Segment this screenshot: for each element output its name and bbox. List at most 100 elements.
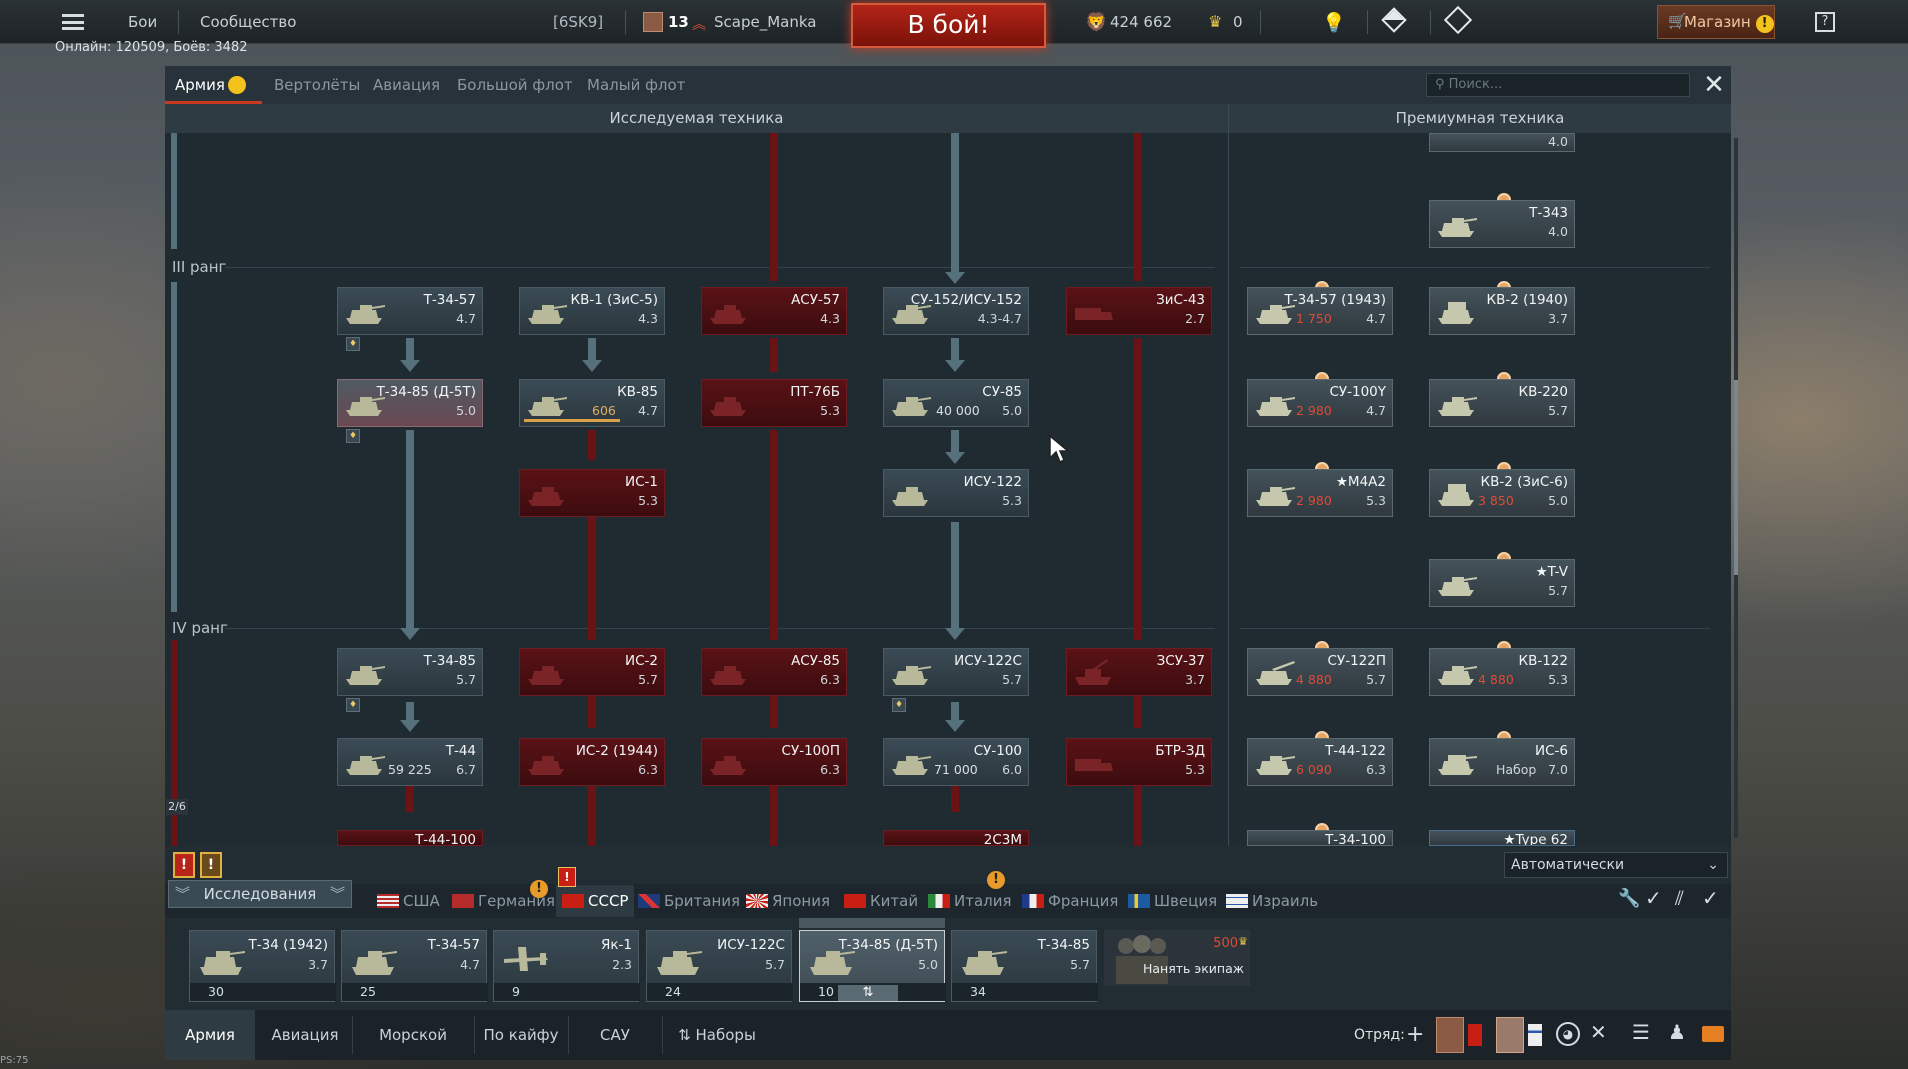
auto-select-dropdown[interactable]: Автоматически⌄	[1504, 852, 1728, 878]
mail-icon[interactable]	[1702, 1026, 1724, 1042]
community-menu[interactable]: Сообщество	[200, 13, 297, 31]
battle-rating: 5.3	[820, 403, 840, 418]
premium-card[interactable]: ★Type 62	[1429, 830, 1575, 846]
nation-ussr[interactable]: СССР	[556, 885, 635, 917]
hire-crew-button[interactable]: 500 ♛ Нанять экипаж	[1104, 930, 1250, 986]
vehicle-card-selected[interactable]: Т-34-85 (Д-5Т)5.0	[337, 379, 483, 427]
squad-avatar[interactable]	[1496, 1017, 1524, 1053]
clan-tag[interactable]: [6SK9]	[553, 13, 604, 31]
mask-icon[interactable]: ◕	[1556, 1022, 1580, 1046]
checkmark-icon[interactable]: ✓	[1702, 886, 1719, 910]
alert-shield-icon[interactable]: !	[200, 852, 222, 878]
nation-france[interactable]: Франция	[1022, 885, 1118, 917]
tab-small-fleet[interactable]: Малый флот	[587, 76, 686, 94]
alert-shield-icon[interactable]: !	[173, 852, 195, 878]
tab-big-fleet[interactable]: Большой флот	[457, 76, 573, 94]
search-input[interactable]: ⚲ Поиск...	[1426, 73, 1690, 97]
checkmark-icon[interactable]: ✓	[1645, 886, 1662, 910]
nation-usa[interactable]: США	[377, 885, 440, 917]
nav-fun[interactable]: По кайфу	[483, 1026, 559, 1044]
to-battle-button[interactable]: В бой!	[851, 3, 1046, 48]
slot-battle-rating: 4.7	[460, 957, 480, 972]
nav-fleet[interactable]: Морской Флот	[379, 1026, 447, 1044]
shop-button[interactable]: Магазин !	[1657, 5, 1775, 39]
close-icon[interactable]: ✕	[1703, 70, 1725, 100]
nation-china[interactable]: Китай	[844, 885, 918, 917]
connector-arrow	[582, 360, 602, 372]
tab-helicopters[interactable]: Вертолёты	[274, 76, 361, 94]
nation-italy[interactable]: Италия	[928, 885, 1012, 917]
friends-icon[interactable]: ♟	[1668, 1020, 1686, 1044]
premium-card[interactable]: КВ-2 (1940)3.7	[1429, 287, 1575, 335]
close-icon[interactable]: ✕	[1590, 1020, 1607, 1044]
nav-army[interactable]: Армия	[165, 1010, 255, 1060]
list-icon[interactable]: ☰	[1632, 1020, 1650, 1044]
nation-britain[interactable]: Британия	[638, 885, 740, 917]
wrench-icon[interactable]: 🔧	[1618, 888, 1641, 909]
nation-sweden[interactable]: Швеция	[1128, 885, 1217, 917]
battle-rating: 6.3	[820, 762, 840, 777]
tab-aviation[interactable]: Авиация	[373, 76, 441, 94]
battles-menu[interactable]: Бои	[128, 13, 158, 31]
vehicle-card-locked[interactable]: Т-44-100	[337, 830, 483, 846]
vehicle-card-locked[interactable]: 2С3М	[883, 830, 1029, 846]
squad-avatar[interactable]	[1436, 1017, 1464, 1053]
vehicle-card-locked[interactable]: ИС-2 (1944)6.3	[519, 738, 665, 786]
repair-all-icon[interactable]: ⫽	[1675, 886, 1684, 910]
help-icon[interactable]: ?	[1815, 12, 1835, 32]
nation-japan[interactable]: Япония	[746, 885, 830, 917]
add-icon[interactable]: +	[1406, 1022, 1425, 1047]
swap-icon[interactable]: ⇅	[838, 985, 898, 1001]
avatar[interactable]	[643, 12, 663, 32]
nation-israel[interactable]: Израиль	[1226, 885, 1318, 917]
player-name[interactable]: Scape_Manka	[714, 13, 817, 31]
premium-card[interactable]: 4.0	[1429, 133, 1575, 152]
nav-spg[interactable]: САУ	[600, 1026, 630, 1044]
tab-army[interactable]: Армия	[175, 76, 225, 94]
vehicle-card[interactable]: КВ-1 (ЗиС-5)4.3	[519, 287, 665, 335]
premium-card[interactable]: Т-34-100	[1247, 830, 1393, 846]
nav-sets[interactable]: ⇅ Наборы	[672, 1010, 762, 1060]
main-menu-icon[interactable]	[62, 14, 84, 30]
nav-aviation[interactable]: Авиация	[271, 1026, 339, 1044]
separator	[474, 1016, 475, 1054]
scrollbar-thumb[interactable]	[1734, 380, 1738, 575]
research-toggle[interactable]: ︾Исследования︾	[168, 880, 352, 908]
lightbulb-icon[interactable]: 💡	[1322, 12, 1346, 34]
